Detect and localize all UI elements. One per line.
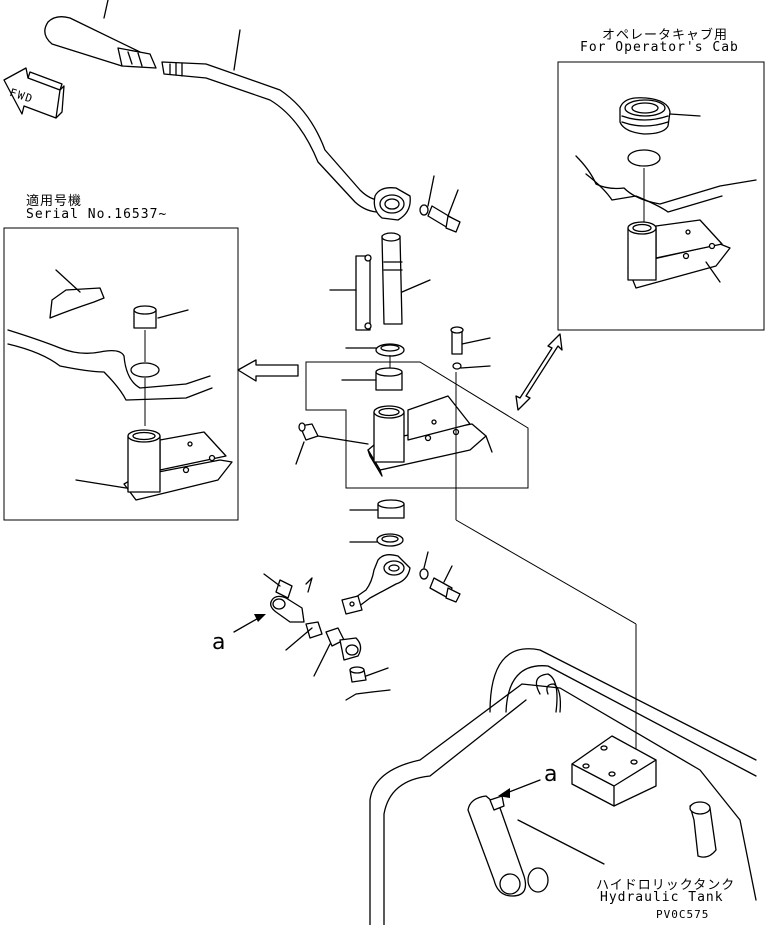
hydraulic-tank-label-en: Hydraulic Tank: [600, 890, 724, 905]
washer-bolt-upper: [419, 175, 461, 233]
nut-and-pin: [345, 666, 391, 701]
callout-arrow-right: [498, 779, 541, 798]
control-lever: [44, 0, 411, 221]
ring-upper: [345, 343, 405, 357]
serial-box: [3, 227, 239, 521]
callout-a-right: a: [544, 762, 558, 787]
serial-label-jp: 適用号機: [26, 194, 83, 209]
hydraulic-tank-label-jp: ハイドロリックタンク: [596, 878, 736, 893]
drawing-code: PV0C575: [656, 908, 710, 921]
cab-box: [557, 61, 765, 331]
bracket-boundary: [305, 361, 529, 489]
serial-label-en: Serial No.16537~: [26, 207, 168, 222]
operator-cab-label-jp: オペレータキャブ用: [602, 28, 729, 43]
bolt-washer-right: [450, 326, 491, 370]
arrow-to-serial-box: [237, 359, 299, 382]
grease-fitting: [295, 422, 369, 465]
rod-end-assembly: [263, 573, 323, 651]
hydraulic-tank: [369, 648, 757, 925]
callout-arrow-left: [233, 614, 266, 633]
ring-lower: [349, 533, 404, 547]
ball-joint: [313, 627, 362, 677]
lever-bracket: [367, 355, 637, 770]
operator-cab-label-en: For Operator's Cab: [580, 40, 739, 55]
fwd-arrow: [3, 67, 65, 119]
lower-arm: [341, 554, 411, 615]
shaft: [329, 232, 431, 331]
bushing-lower: [349, 499, 405, 519]
washer-bolt-lower: [419, 551, 461, 603]
callout-a-left: a: [212, 630, 226, 655]
bushing-upper: [341, 367, 403, 391]
arrow-to-cab-box: [515, 333, 563, 411]
